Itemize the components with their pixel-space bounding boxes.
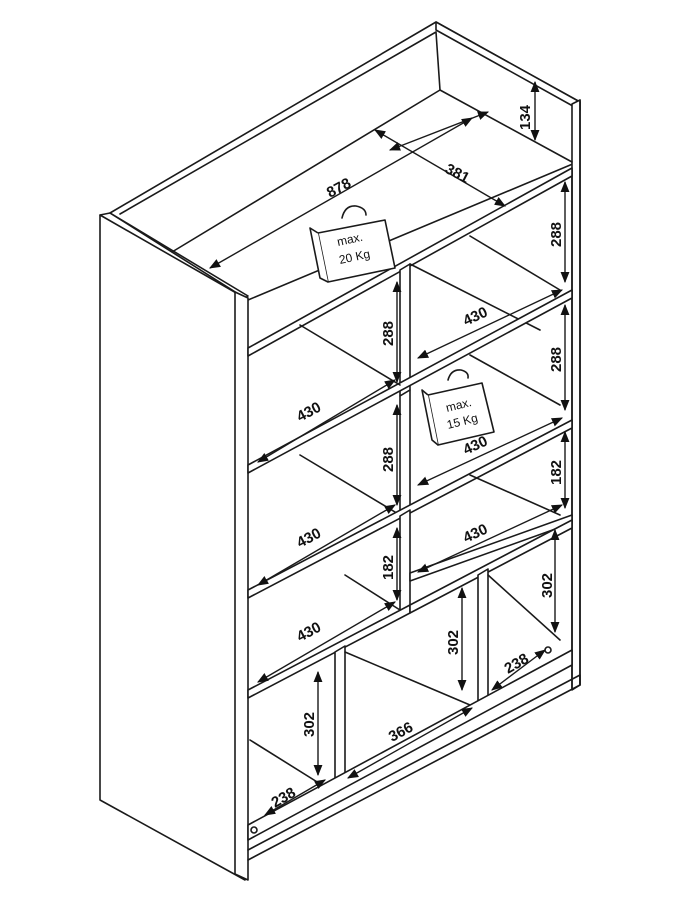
shelf-5 — [247, 604, 411, 699]
left-side-panel — [99, 214, 246, 881]
dim-r4l-430: 430 — [294, 619, 324, 646]
shelf-weight-line1: max. — [444, 395, 473, 415]
dim-r3l-430: 430 — [294, 525, 324, 552]
dim-r1l-288: 288 — [380, 321, 397, 346]
dim-line-r2r-430 — [416, 417, 564, 486]
row2-right-back — [469, 354, 561, 406]
dim-r2l-288: 288 — [380, 447, 397, 472]
row3-right-back — [469, 474, 561, 516]
divider-row2 — [399, 389, 411, 517]
dim-line-r1-430 — [416, 289, 564, 359]
knob-icon — [544, 646, 552, 654]
dim-top-288: 288 — [548, 222, 565, 247]
divider-row3 — [399, 509, 411, 612]
dim-r3r-182: 182 — [548, 460, 565, 485]
divider-row1 — [399, 263, 411, 397]
dim-r3r-430: 430 — [461, 521, 491, 547]
cube-divider-a — [334, 645, 346, 791]
left-front-post — [234, 291, 249, 881]
row2-left-back — [299, 324, 401, 386]
dim-line-cube-r-238 — [491, 649, 546, 691]
dim-line-r4l-430 — [257, 601, 396, 683]
dim-cube-m-302: 302 — [445, 630, 462, 655]
row1-right-back — [469, 235, 561, 291]
knob-icon — [250, 826, 258, 834]
cube-right-back — [487, 574, 561, 641]
dim-line-cube-b-366 — [347, 707, 473, 779]
bottom-front — [247, 674, 581, 861]
dim-cube-b-302: 302 — [301, 712, 318, 737]
dim-line-r2l-430 — [257, 379, 396, 463]
dim-line-r3r-430 — [416, 504, 564, 573]
cube-divider-b — [477, 568, 489, 707]
dim-line-r3l-430 — [257, 504, 396, 586]
dim-134: 134 — [517, 104, 534, 130]
right-back-post — [571, 99, 581, 691]
dim-cube-r-302: 302 — [539, 573, 556, 598]
dim-line-878 — [209, 117, 473, 269]
cube-mid-back — [344, 651, 471, 706]
bottom-plinth — [247, 649, 573, 841]
dim-r2l-430: 430 — [294, 399, 324, 426]
dim-r4l-182: 182 — [380, 555, 397, 580]
dim-r2r-288: 288 — [548, 347, 565, 372]
dim-line-cube-b-238 — [264, 779, 326, 816]
